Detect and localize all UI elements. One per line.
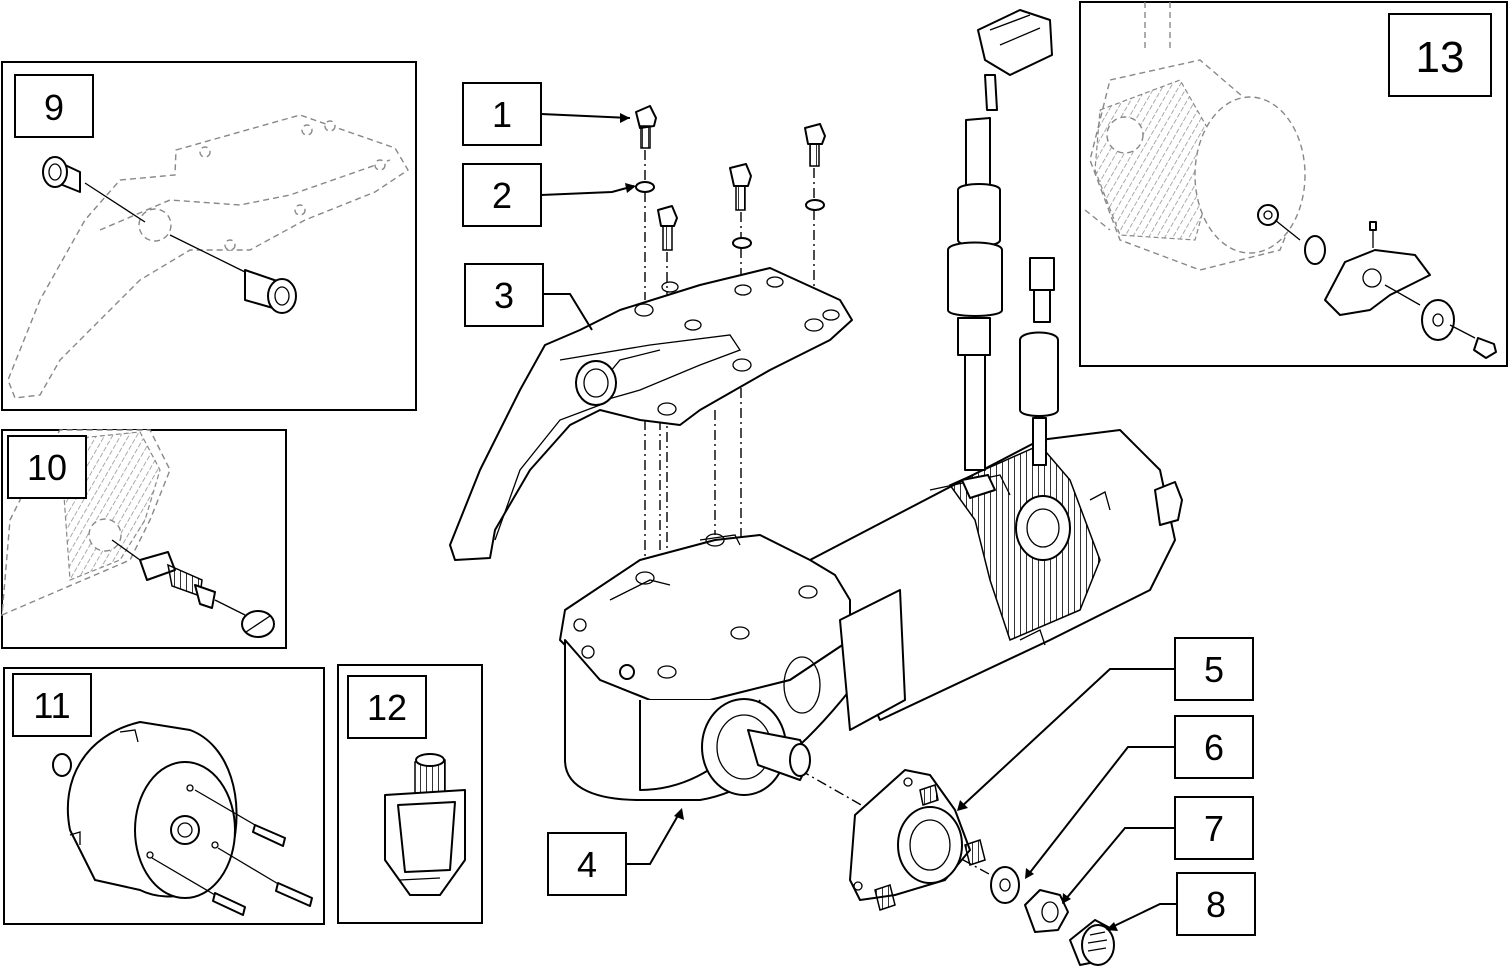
hub-washer [990, 866, 1020, 904]
screw-a [252, 824, 286, 847]
callout-5: 5 [957, 637, 1254, 811]
inset-12-release-clip: 12 [337, 664, 483, 924]
callout-label-3: 3 [494, 275, 514, 316]
callout-label-9: 9 [44, 87, 64, 128]
inset-10-motor-brush: 10 [1, 429, 287, 649]
callout-2: 2 [462, 163, 636, 227]
callout-1: 1 [462, 82, 631, 146]
callout-4: 4 [547, 808, 684, 896]
brush [139, 551, 216, 609]
release-clip [384, 753, 466, 896]
callout-label-5: 5 [1204, 649, 1224, 690]
mounting-screws [635, 105, 826, 251]
callout-label-7: 7 [1204, 808, 1224, 849]
hub-cap [1069, 919, 1115, 966]
brake-lever [1324, 221, 1431, 316]
callout-label-10: 10 [27, 447, 67, 488]
hub-nut [1024, 889, 1069, 933]
wheel-hub [849, 769, 986, 911]
callout-box-13 [1388, 13, 1492, 97]
callout-label-1: 1 [492, 94, 512, 135]
clip-ring [52, 753, 72, 777]
callout-7: 7 [1062, 796, 1254, 904]
motor-cables [947, 9, 1059, 499]
ghost-bracket [7, 114, 409, 399]
screw [1473, 337, 1497, 359]
callout-box-11 [12, 673, 92, 737]
brush-cap [241, 610, 275, 638]
callout-8: 8 [1106, 872, 1256, 936]
end-cap [66, 721, 238, 899]
bushing-left [42, 156, 81, 193]
callout-label-11: 11 [33, 685, 70, 726]
callout-box-12 [347, 675, 427, 739]
callout-label-8: 8 [1206, 884, 1226, 925]
lock-washers [635, 181, 825, 249]
brake-shaft [1257, 204, 1279, 226]
inset-9-bracket-bushings: 9 [1, 61, 417, 411]
callout-6: 6 [1025, 715, 1254, 879]
callout-label-6: 6 [1204, 727, 1224, 768]
bushing-right [244, 269, 297, 314]
callout-box-10 [7, 435, 87, 499]
callout-label-13: 13 [1416, 33, 1465, 82]
callout-3: 3 [464, 263, 593, 331]
callout-label-4: 4 [577, 844, 597, 885]
motor-bracket [449, 267, 853, 561]
e-clip [1304, 235, 1326, 265]
callout-label-2: 2 [492, 175, 512, 216]
gearbox [559, 533, 906, 801]
screw-b [275, 882, 313, 907]
inset-13-brake-lever: 13 [1079, 1, 1508, 367]
callout-box-9 [14, 74, 94, 138]
screw-c [212, 892, 246, 916]
inset-11-end-cap: 11 [3, 667, 325, 925]
washer [1421, 299, 1455, 341]
callout-label-12: 12 [367, 687, 407, 728]
